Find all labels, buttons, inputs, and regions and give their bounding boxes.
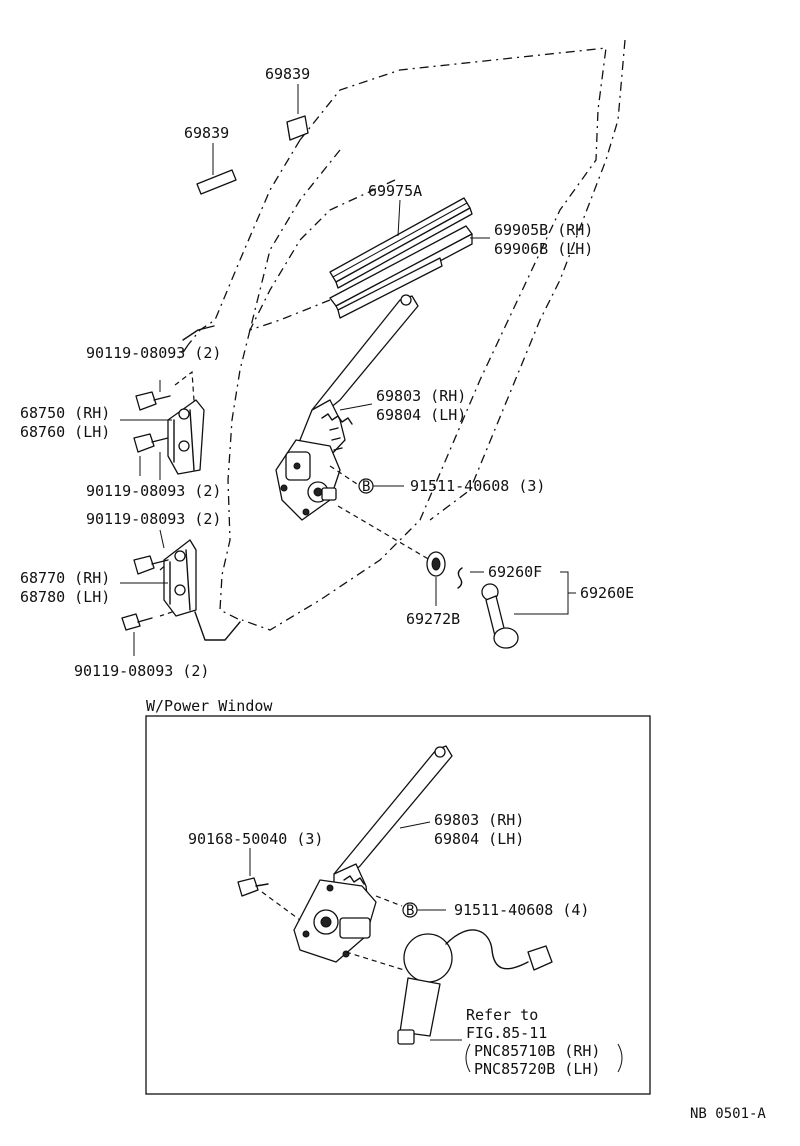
regulator-bolt-marker	[358, 478, 404, 494]
pw-regulator-lh-label: 69804 (LH)	[434, 830, 524, 848]
pw-screw-label: 90168-50040 (3)	[188, 830, 323, 848]
channel-rh-label: 69905B (RH)	[494, 221, 593, 239]
power-window-box	[145, 715, 651, 1095]
regulator-bolt-marker-letter: B	[362, 479, 370, 495]
run-channel-69975a	[329, 197, 473, 289]
strip-top-label: 69839	[265, 65, 310, 83]
bolt-upper-a-icon	[135, 391, 171, 411]
regulator-lh-label: 69804 (LH)	[376, 406, 466, 424]
pw-regulator-rh-label: 69803 (RH)	[434, 811, 524, 829]
refer-line1: Refer to	[466, 1006, 538, 1024]
refer-line3: PNC85710B (RH)	[474, 1042, 600, 1060]
hinge-lower-rh-label: 68770 (RH)	[20, 569, 110, 587]
refer-line2: FIG.85-11	[466, 1024, 547, 1042]
regulator-bolt-label: 91511-40608 (3)	[410, 477, 545, 495]
weatherstrip-left	[196, 143, 237, 195]
bolt-upper-b-icon	[133, 433, 169, 480]
refer-line4: PNC85720B (LH)	[474, 1060, 600, 1078]
handle-assy-label: 69260E	[580, 584, 634, 602]
run-channel-label: 69975A	[368, 182, 422, 200]
channel-69905b	[329, 225, 490, 319]
washer-label: 69272B	[406, 610, 460, 628]
pw-screw-icon	[237, 848, 301, 921]
window-regulator-manual	[275, 294, 419, 521]
regulator-rh-label: 69803 (RH)	[376, 387, 466, 405]
hinge-upper-rh-label: 68750 (RH)	[20, 404, 110, 422]
window-crank-handle	[481, 583, 566, 649]
washer-69272b	[337, 505, 446, 606]
power-window-motor	[345, 929, 553, 1045]
clip-label: 69260F	[488, 563, 542, 581]
bolt-lower-b-icon	[121, 613, 153, 656]
window-regulator-power	[293, 745, 453, 963]
clip-69260f	[457, 567, 484, 589]
refer-bracket-left	[465, 1043, 471, 1073]
hinge-upper	[120, 370, 205, 475]
hinge-upper-lh-label: 68760 (LH)	[20, 423, 110, 441]
pw-bolt-marker	[375, 895, 446, 918]
weatherstrip-top	[286, 84, 309, 141]
bolt-lower-a-label: 90119-08093 (2)	[86, 510, 221, 528]
hinge-lower	[120, 529, 197, 617]
door-outline	[177, 39, 626, 641]
power-window-title: W/Power Window	[146, 697, 273, 715]
figure-code: NB 0501-A	[690, 1106, 766, 1122]
channel-lh-label: 69906B (LH)	[494, 240, 593, 258]
bolt-lower-b-label: 90119-08093 (2)	[74, 662, 209, 680]
strip-left-label: 69839	[184, 124, 229, 142]
bolt-lower-a-icon	[133, 555, 169, 575]
handle-assy-bracket	[560, 571, 576, 615]
refer-bracket-right	[617, 1043, 623, 1073]
pw-bolt-marker-letter: B	[406, 903, 414, 919]
hinge-lower-lh-label: 68780 (LH)	[20, 588, 110, 606]
pw-bolt-label: 91511-40608 (4)	[454, 901, 589, 919]
bolt-upper-b-label: 90119-08093 (2)	[86, 482, 221, 500]
bolt-upper-a-label: 90119-08093 (2)	[86, 344, 221, 362]
